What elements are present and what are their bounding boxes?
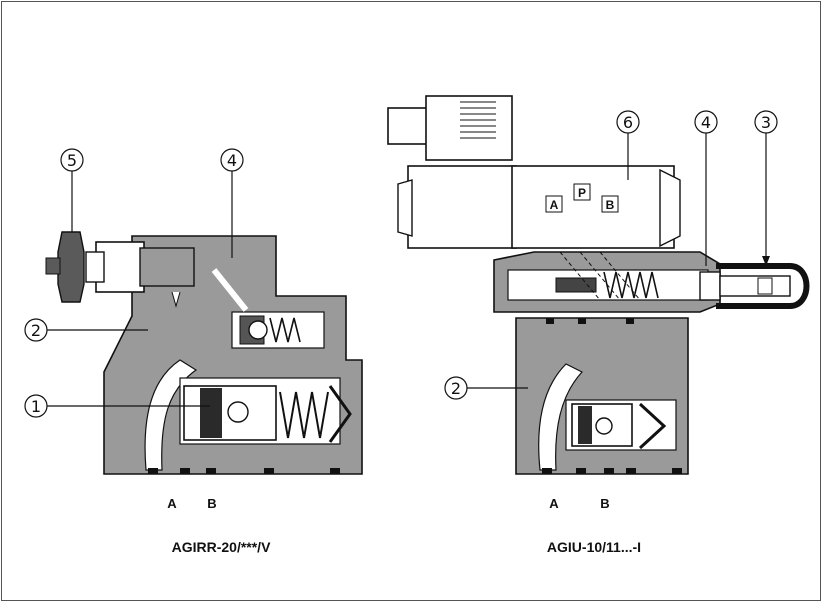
left-valve-adjuster-nut: [85, 251, 105, 283]
right-mark-a: A: [550, 198, 559, 212]
left-valve-knob: [57, 231, 85, 303]
right-mark-p-box: [573, 183, 591, 201]
right-port-a: A: [549, 496, 559, 511]
svg-text:1: 1: [31, 397, 41, 416]
right-mark-p: P: [578, 186, 586, 200]
right-solenoid-coil: [407, 165, 517, 249]
left-valve-knob-stem: [45, 257, 61, 275]
right-valve-seals: [542, 318, 682, 474]
left-port-b: B: [207, 496, 216, 511]
right-mark-b-box: [601, 195, 619, 213]
right-valve-channel: [538, 363, 583, 471]
svg-text:2: 2: [31, 321, 41, 340]
left-valve-drain: [171, 291, 181, 308]
left-callout-5: 5: [60, 148, 84, 232]
right-adjuster-nut: [699, 271, 721, 301]
right-connector-plug: [387, 107, 429, 145]
left-valve-poppet-hole: [227, 401, 249, 423]
right-mark-a-box: [545, 195, 563, 213]
right-port-b: B: [600, 496, 609, 511]
left-valve-main-spring: [279, 391, 329, 439]
right-adjuster-screw: [719, 275, 791, 297]
left-valve-poppet-seat: [200, 388, 222, 438]
right-callout-6: 6: [616, 110, 640, 180]
svg-text:6: 6: [623, 113, 633, 132]
svg-text:4: 4: [227, 151, 237, 170]
right-solenoid-endcap: [659, 168, 681, 248]
right-connector-fins: [460, 101, 496, 139]
left-valve: [45, 231, 363, 475]
right-callout-2: 2: [444, 376, 528, 400]
right-solenoid-housing: [511, 165, 675, 249]
left-valve-pilot-spring: [269, 317, 301, 343]
left-caption: AGIRR-20/***/V: [172, 539, 271, 555]
svg-text:4: 4: [701, 113, 711, 132]
left-valve-pilot-ball: [248, 320, 268, 340]
right-adjuster-guard: [716, 263, 810, 309]
left-valve-seals: [148, 468, 340, 474]
left-port-a: A: [167, 496, 177, 511]
svg-text:2: 2: [451, 379, 461, 398]
right-connector-body: [425, 95, 513, 161]
right-adjuster-head: [757, 277, 773, 295]
svg-text:3: 3: [761, 113, 771, 132]
left-callout-4: 4: [220, 148, 244, 258]
right-pilot-passages: [559, 251, 641, 301]
left-valve-pilot-passage: [211, 268, 249, 312]
right-caption: AGIU-10/11...-I: [547, 539, 641, 555]
svg-text:5: 5: [67, 151, 77, 170]
right-callout-3: 3: [754, 110, 778, 266]
right-valve-spring-cap: [638, 402, 667, 450]
right-pilot-spring: [603, 271, 659, 299]
right-valve-poppet-seat: [578, 406, 592, 444]
right-valve: A P B: [387, 95, 810, 475]
right-solenoid-nut: [397, 179, 413, 237]
right-callout-4: 4: [694, 110, 718, 266]
right-pilot-spool: [555, 277, 597, 293]
left-valve-spring-cap: [328, 385, 352, 443]
right-mark-b: B: [606, 198, 615, 212]
left-callout-2: 2: [24, 318, 148, 342]
left-callout-1: 1: [24, 394, 210, 418]
left-valve-adjuster-thread: [139, 247, 195, 287]
right-valve-poppet-hole: [595, 417, 613, 435]
